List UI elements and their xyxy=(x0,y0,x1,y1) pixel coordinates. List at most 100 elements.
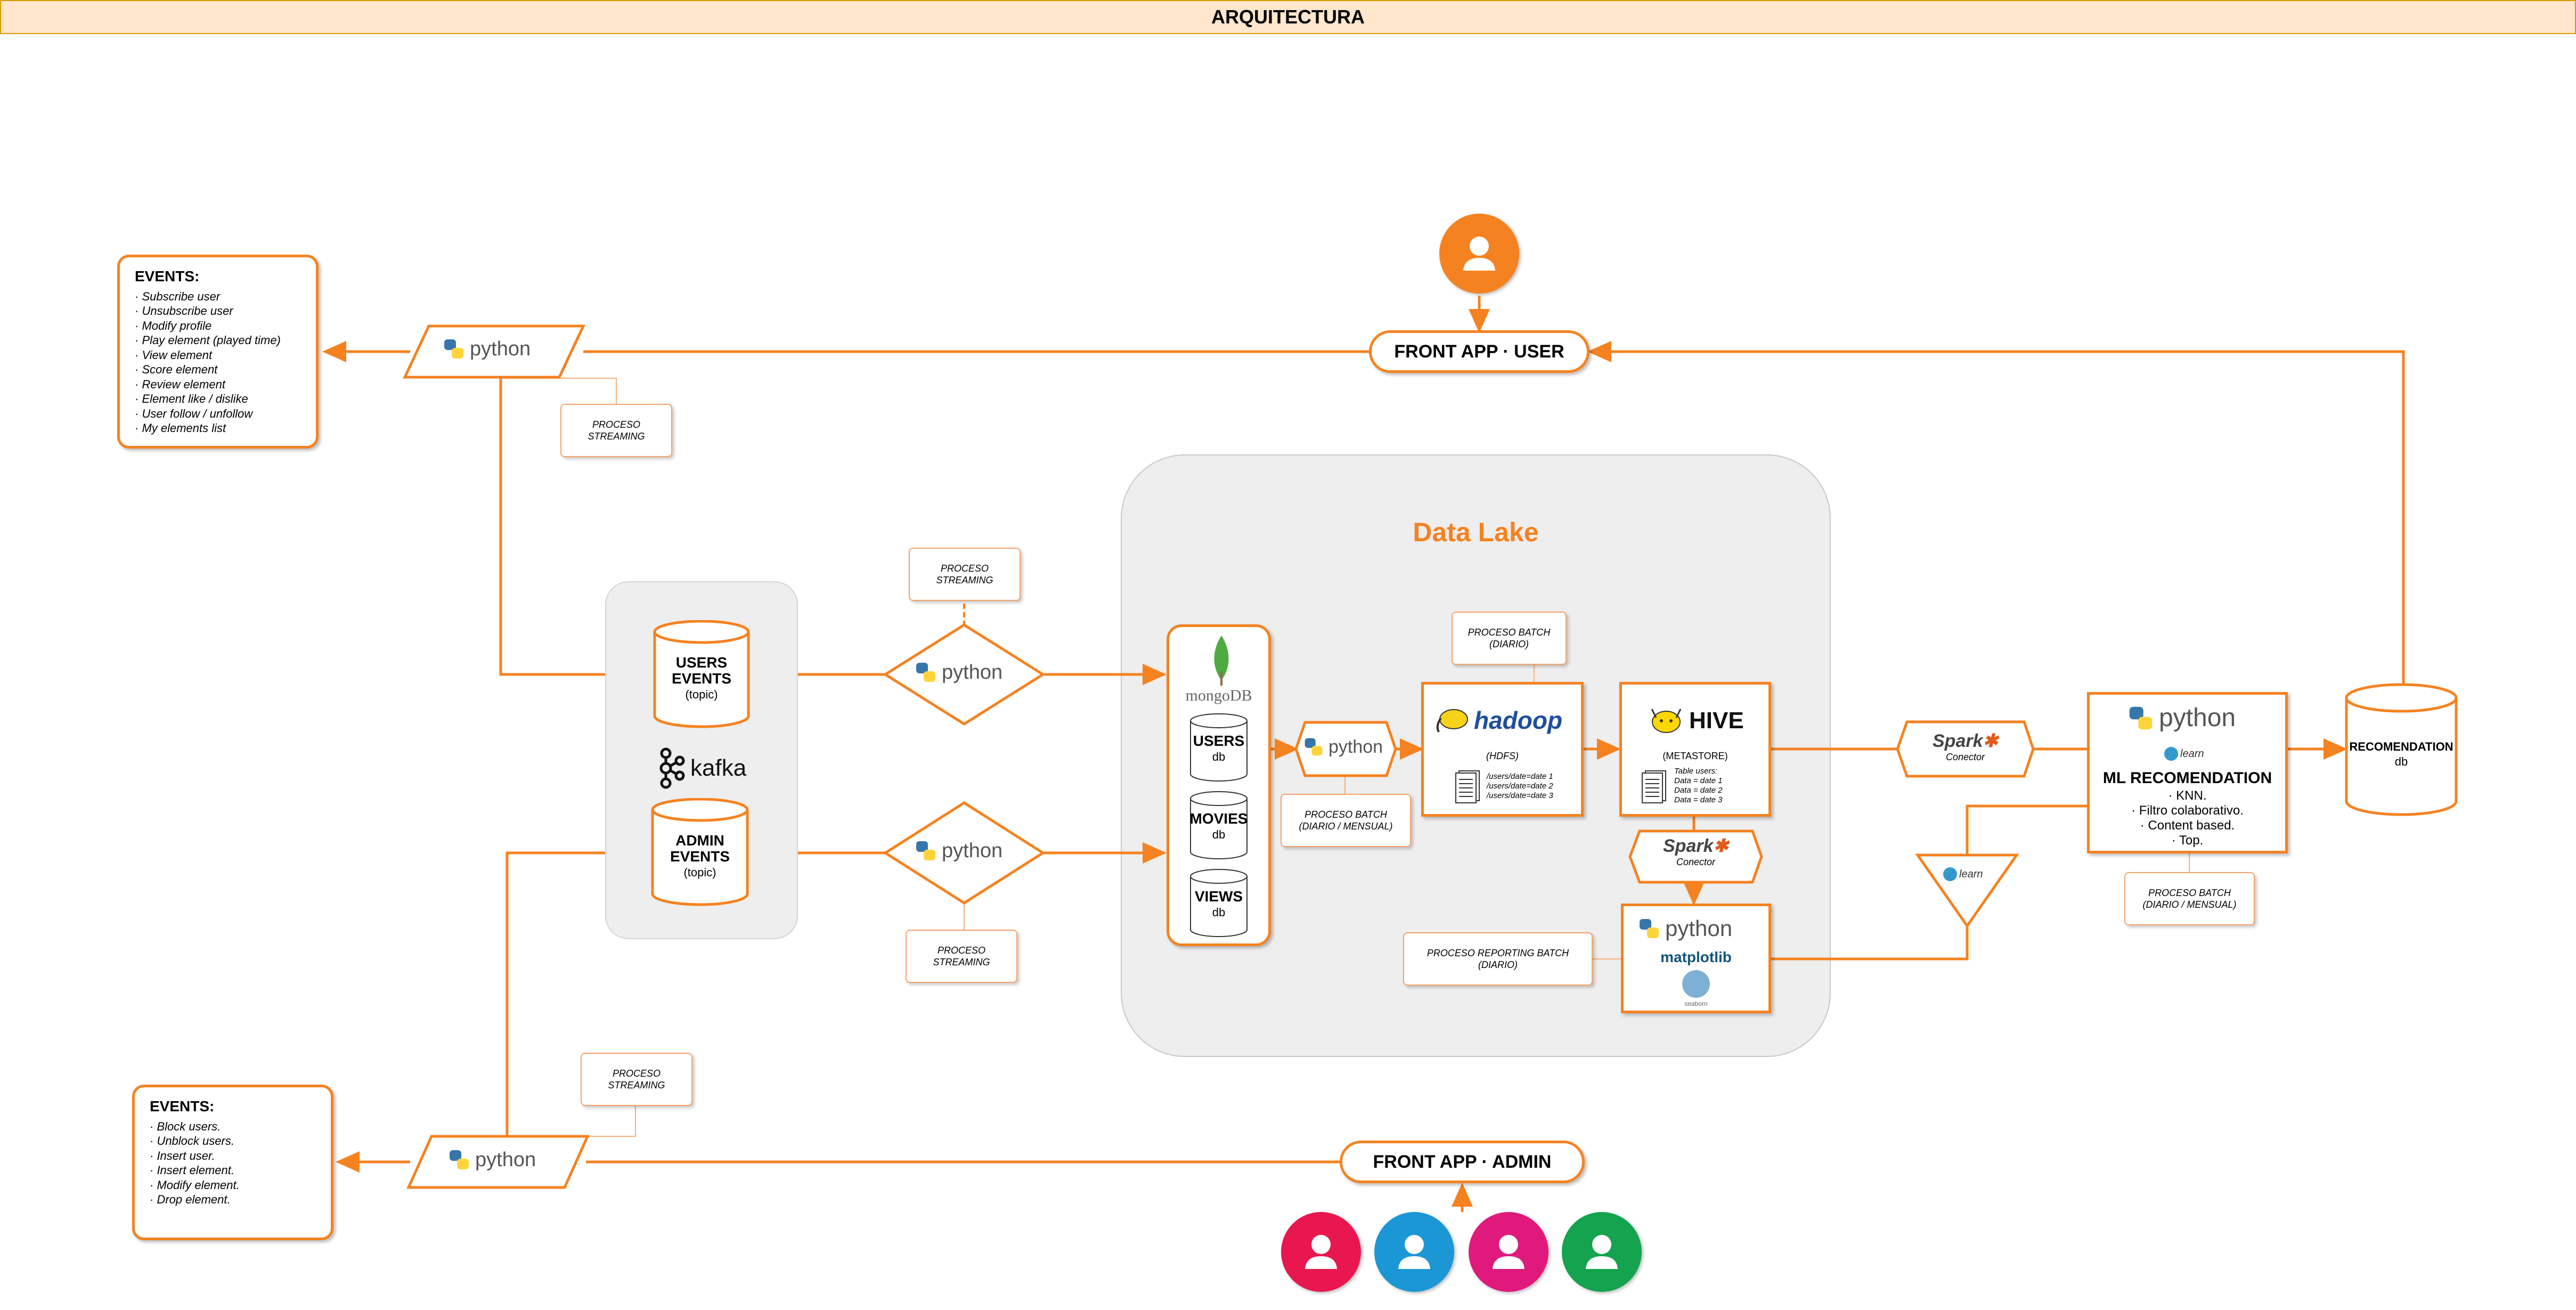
spark-star-icon: ✱ xyxy=(1983,731,1999,751)
python-icon xyxy=(1640,919,1659,938)
admin-avatar xyxy=(1562,1212,1642,1292)
python-label: python xyxy=(470,337,531,360)
hive-table-line: Data = date 2 xyxy=(1674,786,1723,795)
user-event-item: · Unsubscribe user xyxy=(135,304,233,318)
python-icon xyxy=(2129,706,2153,729)
topic-type: (topic) xyxy=(685,688,718,701)
process-streaming-kafka-top: PROCESO STREAMING xyxy=(909,548,1021,601)
person-icon xyxy=(1398,1235,1430,1269)
admin-avatar xyxy=(1374,1212,1454,1292)
python-icon xyxy=(444,339,463,359)
spark-connector-reporting: Spark✱ Conector xyxy=(1630,834,1762,882)
front-app-user[interactable]: FRONT APP · USER xyxy=(1369,330,1589,373)
user-avatar xyxy=(1439,214,1519,294)
admin-events-list: EVENTS: · Block users. · Unblock users. … xyxy=(132,1085,333,1240)
python-icon xyxy=(450,1150,469,1169)
topic-type: (topic) xyxy=(683,866,716,879)
ml-recommendation-box: python learn ML RECOMENDATION · KNN. · F… xyxy=(2087,692,2288,853)
user-event-item: · My elements list xyxy=(135,421,226,435)
admin-event-item: · Insert user. xyxy=(150,1149,215,1162)
hive-sub: (METASTORE) xyxy=(1662,751,1728,761)
seaborn-label: seaborn xyxy=(1684,1000,1708,1007)
python-icon xyxy=(916,841,935,860)
kafka-icon xyxy=(659,747,685,789)
process-streaming-user: PROCESO STREAMING xyxy=(560,404,672,457)
db-type: db xyxy=(1212,828,1226,841)
elephant-icon xyxy=(1436,709,1468,733)
hive-table-line: Data = date 1 xyxy=(1674,776,1723,785)
person-icon xyxy=(1493,1235,1525,1269)
hive-label: HIVE xyxy=(1689,707,1744,734)
process-reporting-batch: PROCESO REPORTING BATCH (DIARIO) xyxy=(1403,932,1593,986)
person-icon xyxy=(1586,1235,1618,1269)
hive-logo: HIVE xyxy=(1649,706,1744,736)
spark-star-icon: ✱ xyxy=(1713,836,1729,856)
file-icon xyxy=(1455,770,1480,803)
user-events-title: EVENTS: xyxy=(135,268,200,284)
process-streaming-kafka-bottom: PROCESO STREAMING xyxy=(906,930,1017,983)
ml-item: · Top. xyxy=(2171,833,2204,848)
user-event-item: · View element xyxy=(135,348,213,362)
python-icon xyxy=(916,663,935,682)
db-type: db xyxy=(1212,906,1226,919)
admin-event-item: · Unblock users. xyxy=(150,1134,234,1148)
admin-avatar xyxy=(1281,1212,1361,1292)
cylinder-shape xyxy=(1190,869,1248,937)
kafka-logo: kafka xyxy=(656,746,752,791)
ml-item: · KNN. xyxy=(2168,788,2207,803)
ml-item: · Filtro colaborativo. xyxy=(2131,803,2244,818)
data-lake-title: Data Lake xyxy=(1413,517,1539,547)
diagram-title: ARQUITECTURA xyxy=(0,0,2576,34)
reporting-box: python matplotlib seaborn xyxy=(1621,904,1771,1013)
hadoop-label: hadoop xyxy=(1474,706,1563,734)
python-label: python xyxy=(2159,704,2236,732)
ml-item: · Content based. xyxy=(2140,818,2235,833)
mongodb-leaf-icon xyxy=(1214,636,1229,686)
admin-event-item: · Block users. xyxy=(150,1119,221,1133)
cylinder-shape xyxy=(2345,683,2458,816)
python-label: python xyxy=(942,839,1003,862)
user-event-item: · Element like / dislike xyxy=(135,392,248,405)
ml-title: ML RECOMENDATION xyxy=(2102,769,2272,787)
sklearn-logo: learn xyxy=(1943,867,1983,881)
spark-connector-ml: Spark✱ Conector xyxy=(1897,726,2033,774)
matplotlib-label: matplotlib xyxy=(1660,949,1732,965)
cylinder-shape xyxy=(1190,713,1248,782)
python-users-topic: python xyxy=(914,661,1002,684)
python-ml: python xyxy=(2127,703,2236,733)
mongodb-label: mongoDB xyxy=(1185,687,1252,704)
process-batch-ml: PROCESO BATCH (DIARIO / MENSUAL) xyxy=(2124,872,2255,925)
python-admin-stream: python xyxy=(447,1148,536,1171)
topic-name: USERS xyxy=(675,654,728,671)
user-event-item: · Score element xyxy=(135,363,218,376)
users-events-topic: USERS EVENTS (topic) xyxy=(653,620,750,729)
file-icon xyxy=(1642,770,1666,803)
db-type: db xyxy=(1212,750,1226,763)
hadoop-box: hadoop (HDFS) /users/date=date 1 /users/… xyxy=(1421,682,1584,817)
connector-label: Conector xyxy=(1676,857,1716,867)
sklearn-logo-ml: learn xyxy=(2164,747,2204,761)
admin-avatar xyxy=(1469,1212,1548,1292)
recommendation-db: RECOMENDATION db xyxy=(2345,683,2458,816)
kafka-label: kafka xyxy=(690,755,747,781)
hdfs-path: /users/date=date 2 xyxy=(1487,782,1553,791)
admin-events-title: EVENTS: xyxy=(150,1098,215,1114)
admin-event-item: · Modify element. xyxy=(150,1178,240,1192)
hadoop-logo: hadoop xyxy=(1433,706,1562,735)
user-event-item: · User follow / unfollow xyxy=(135,406,253,420)
front-app-admin[interactable]: FRONT APP · ADMIN xyxy=(1340,1141,1585,1183)
recommendation-db-type: db xyxy=(2394,755,2408,768)
hive-table-line: Table users: xyxy=(1674,767,1718,776)
admin-events-topic: ADMIN EVENTS (topic) xyxy=(651,798,749,907)
user-events-list: EVENTS: · Subscribe user · Unsubscribe u… xyxy=(117,255,319,449)
hive-bee-icon xyxy=(1651,709,1682,733)
spark-label: Spark xyxy=(1663,836,1714,856)
python-reporting: python xyxy=(1637,916,1732,941)
python-user-stream: python xyxy=(442,337,531,361)
process-batch-daily: PROCESO BATCH (DIARIO) xyxy=(1452,612,1567,665)
topic-name: EVENTS xyxy=(670,848,730,865)
person-icon xyxy=(1463,237,1495,271)
python-label: python xyxy=(475,1148,536,1171)
